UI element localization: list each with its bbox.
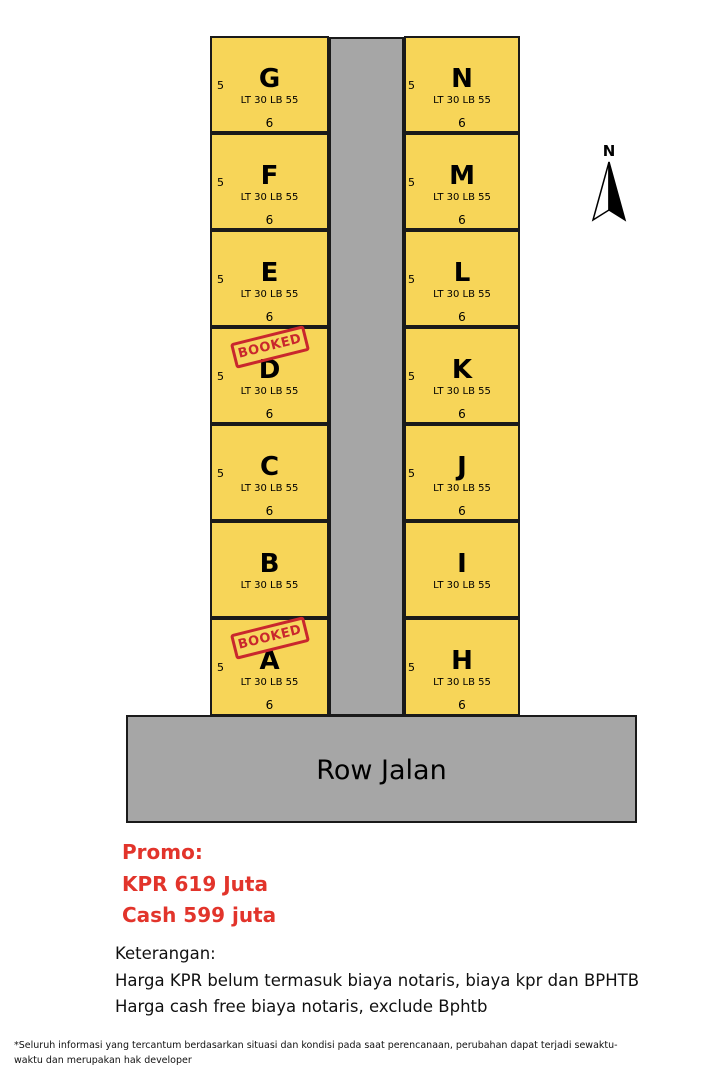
lot-size-info: LT 30 LB 55 (433, 677, 491, 688)
lot-width-dimension: 6 (265, 407, 274, 421)
lot-depth-dimension: 5 (217, 467, 224, 480)
lot-depth-dimension: 5 (217, 273, 224, 286)
disclaimer-line-1: *Seluruh informasi yang tercantum berdas… (14, 1040, 618, 1051)
lot-letter: A (259, 646, 280, 676)
lot-size-info: LT 30 LB 55 (433, 483, 491, 494)
main-road: Row Jalan (126, 715, 637, 823)
lot-depth-dimension: 5 (217, 661, 224, 674)
lot-size-info: LT 30 LB 55 (240, 289, 299, 300)
lot-width-dimension: 6 (458, 310, 466, 324)
lot-depth-dimension: 5 (408, 79, 415, 92)
lot-letter: N (451, 64, 473, 94)
north-arrow-icon: N (591, 142, 627, 222)
lot-letter: C (259, 452, 280, 482)
lot-width-dimension: 6 (265, 698, 274, 712)
lot-letter: J (457, 452, 467, 482)
lot-depth-dimension: 5 (408, 467, 415, 480)
lot-letter: K (451, 355, 473, 385)
promo-cash-price: Cash 599 juta (122, 903, 277, 927)
lot-width-dimension: 6 (265, 310, 274, 324)
lot-size-info: LT 30 LB 55 (433, 580, 491, 591)
lot-letter: E (260, 258, 279, 288)
lot-width-dimension: 6 (458, 504, 466, 518)
disclaimer-line-2: waktu dan merupakan hak developer (14, 1055, 192, 1066)
notes-title: Keterangan: (115, 944, 216, 963)
lot-depth-dimension: 5 (408, 370, 415, 383)
lot-size-info: LT 30 LB 55 (240, 192, 299, 203)
lot-letter: B (259, 549, 280, 579)
lot-letter: M (449, 161, 475, 191)
lot-letter: I (457, 549, 467, 579)
lot-width-dimension: 6 (458, 698, 466, 712)
lot-size-info: LT 30 LB 55 (240, 95, 299, 106)
lot-size-info: LT 30 LB 55 (240, 483, 299, 494)
lot-size-info: LT 30 LB 55 (240, 677, 299, 688)
lot-width-dimension: 6 (458, 407, 466, 421)
lot-width-dimension: 6 (265, 504, 274, 518)
lot-letter: D (258, 355, 281, 385)
lot-depth-dimension: 5 (217, 176, 224, 189)
notes-line-kpr: Harga KPR belum termasuk biaya notaris, … (115, 971, 640, 990)
lot-depth-dimension: 5 (408, 661, 415, 674)
lot-letter: L (453, 258, 471, 288)
lot-depth-dimension: 5 (217, 370, 224, 383)
promo-kpr-price: KPR 619 Juta (122, 872, 268, 896)
lot-width-dimension: 6 (265, 116, 274, 130)
lot-size-info: LT 30 LB 55 (433, 386, 491, 397)
lot-letter: H (451, 646, 473, 676)
lot-letter: F (260, 161, 279, 191)
road-label: Row Jalan (316, 755, 447, 786)
lot-size-info: LT 30 LB 55 (433, 95, 491, 106)
notes-line-cash: Harga cash free biaya notaris, exclude B… (115, 997, 488, 1016)
lot-size-info: LT 30 LB 55 (240, 386, 299, 397)
lot-size-info: LT 30 LB 55 (433, 289, 491, 300)
lot-width-dimension: 6 (458, 213, 466, 227)
inner-road (329, 37, 404, 716)
promo-title: Promo: (122, 840, 203, 864)
lot-depth-dimension: 5 (408, 273, 415, 286)
lot-depth-dimension: 5 (217, 79, 224, 92)
lot-depth-dimension: 5 (408, 176, 415, 189)
compass-label: N (603, 142, 616, 160)
lot-size-info: LT 30 LB 55 (240, 580, 299, 591)
lot-width-dimension: 6 (458, 116, 466, 130)
lot-width-dimension: 6 (265, 213, 274, 227)
lot-letter: G (258, 64, 281, 94)
lot-size-info: LT 30 LB 55 (433, 192, 491, 203)
